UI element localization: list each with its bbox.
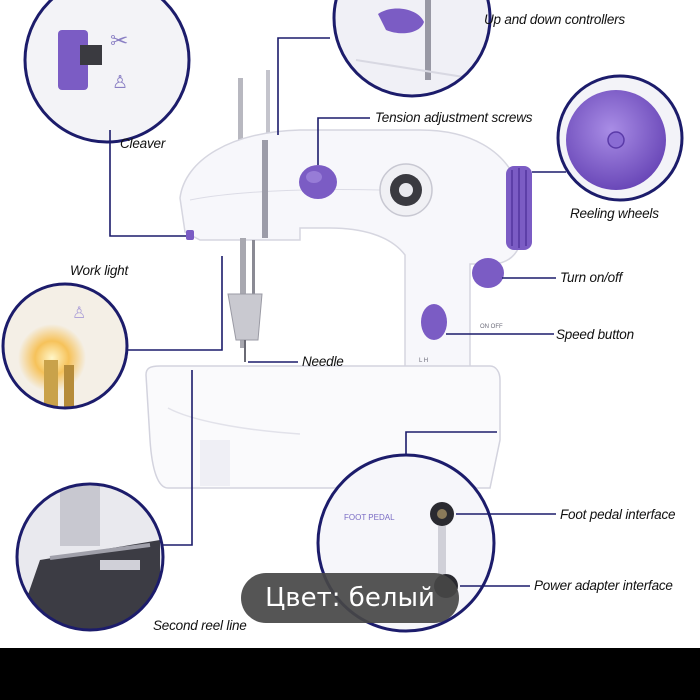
detail-ring [23,0,191,144]
color-caption: Цвет: белый [241,573,459,623]
leader-up-down [277,37,330,135]
seam [189,189,381,201]
label-speed-button: Speed button [556,327,634,342]
detail-second-reel [17,484,163,630]
detail-ring [332,0,492,98]
label-turn-on-off: Turn on/off [560,270,623,285]
detail-reeling-wheel [558,76,682,200]
speed-switch [421,304,447,340]
leader-lines [109,37,566,587]
label-cleaver: Cleaver [120,136,166,151]
leader-interface [405,431,497,456]
bottom-bar [0,648,700,700]
label-reeling-wheels: Reeling wheels [570,206,659,221]
machine-arm [179,129,523,386]
detail-ring [556,74,684,202]
label-work-light: Work light [70,263,129,278]
label-up-down-controllers: Up and down controllers [484,12,625,27]
label-needle: Needle [302,354,344,369]
detail-ring [15,482,165,632]
base-foot [200,440,230,486]
presser-bar [240,238,246,348]
thread-take-up [262,140,268,238]
label-foot-pedal-interface: Foot pedal interface [560,507,676,522]
svg-text:♙: ♙ [112,72,128,93]
speed-mark: L H [419,358,428,364]
detail-cleaver: ✂ ♙ [25,0,189,142]
label-tension-screws: Tension adjustment screws [375,110,533,125]
label-second-reel-line: Second reel line [153,618,247,633]
detail-up-down [334,0,490,96]
detail-ring [1,282,129,410]
power-switch [472,258,504,288]
sewing-machine: ON OFF L H [145,70,532,489]
needle-tip [244,340,246,362]
on-off-mark: ON OFF [480,324,503,330]
foot-pedal-print: FOOT PEDAL [344,513,395,522]
leader-tension [317,117,370,165]
thread-cutter [186,230,194,240]
leader-work-light [126,256,223,351]
label-power-adapter-interface: Power adapter interface [534,578,673,593]
leader-second-reel [162,370,193,546]
presser-foot [227,293,263,341]
detail-work-light: ♙ [3,284,127,408]
leader-cleaver [109,130,186,237]
svg-text:✂: ✂ [110,29,128,54]
svg-text:♙: ♙ [72,303,86,322]
